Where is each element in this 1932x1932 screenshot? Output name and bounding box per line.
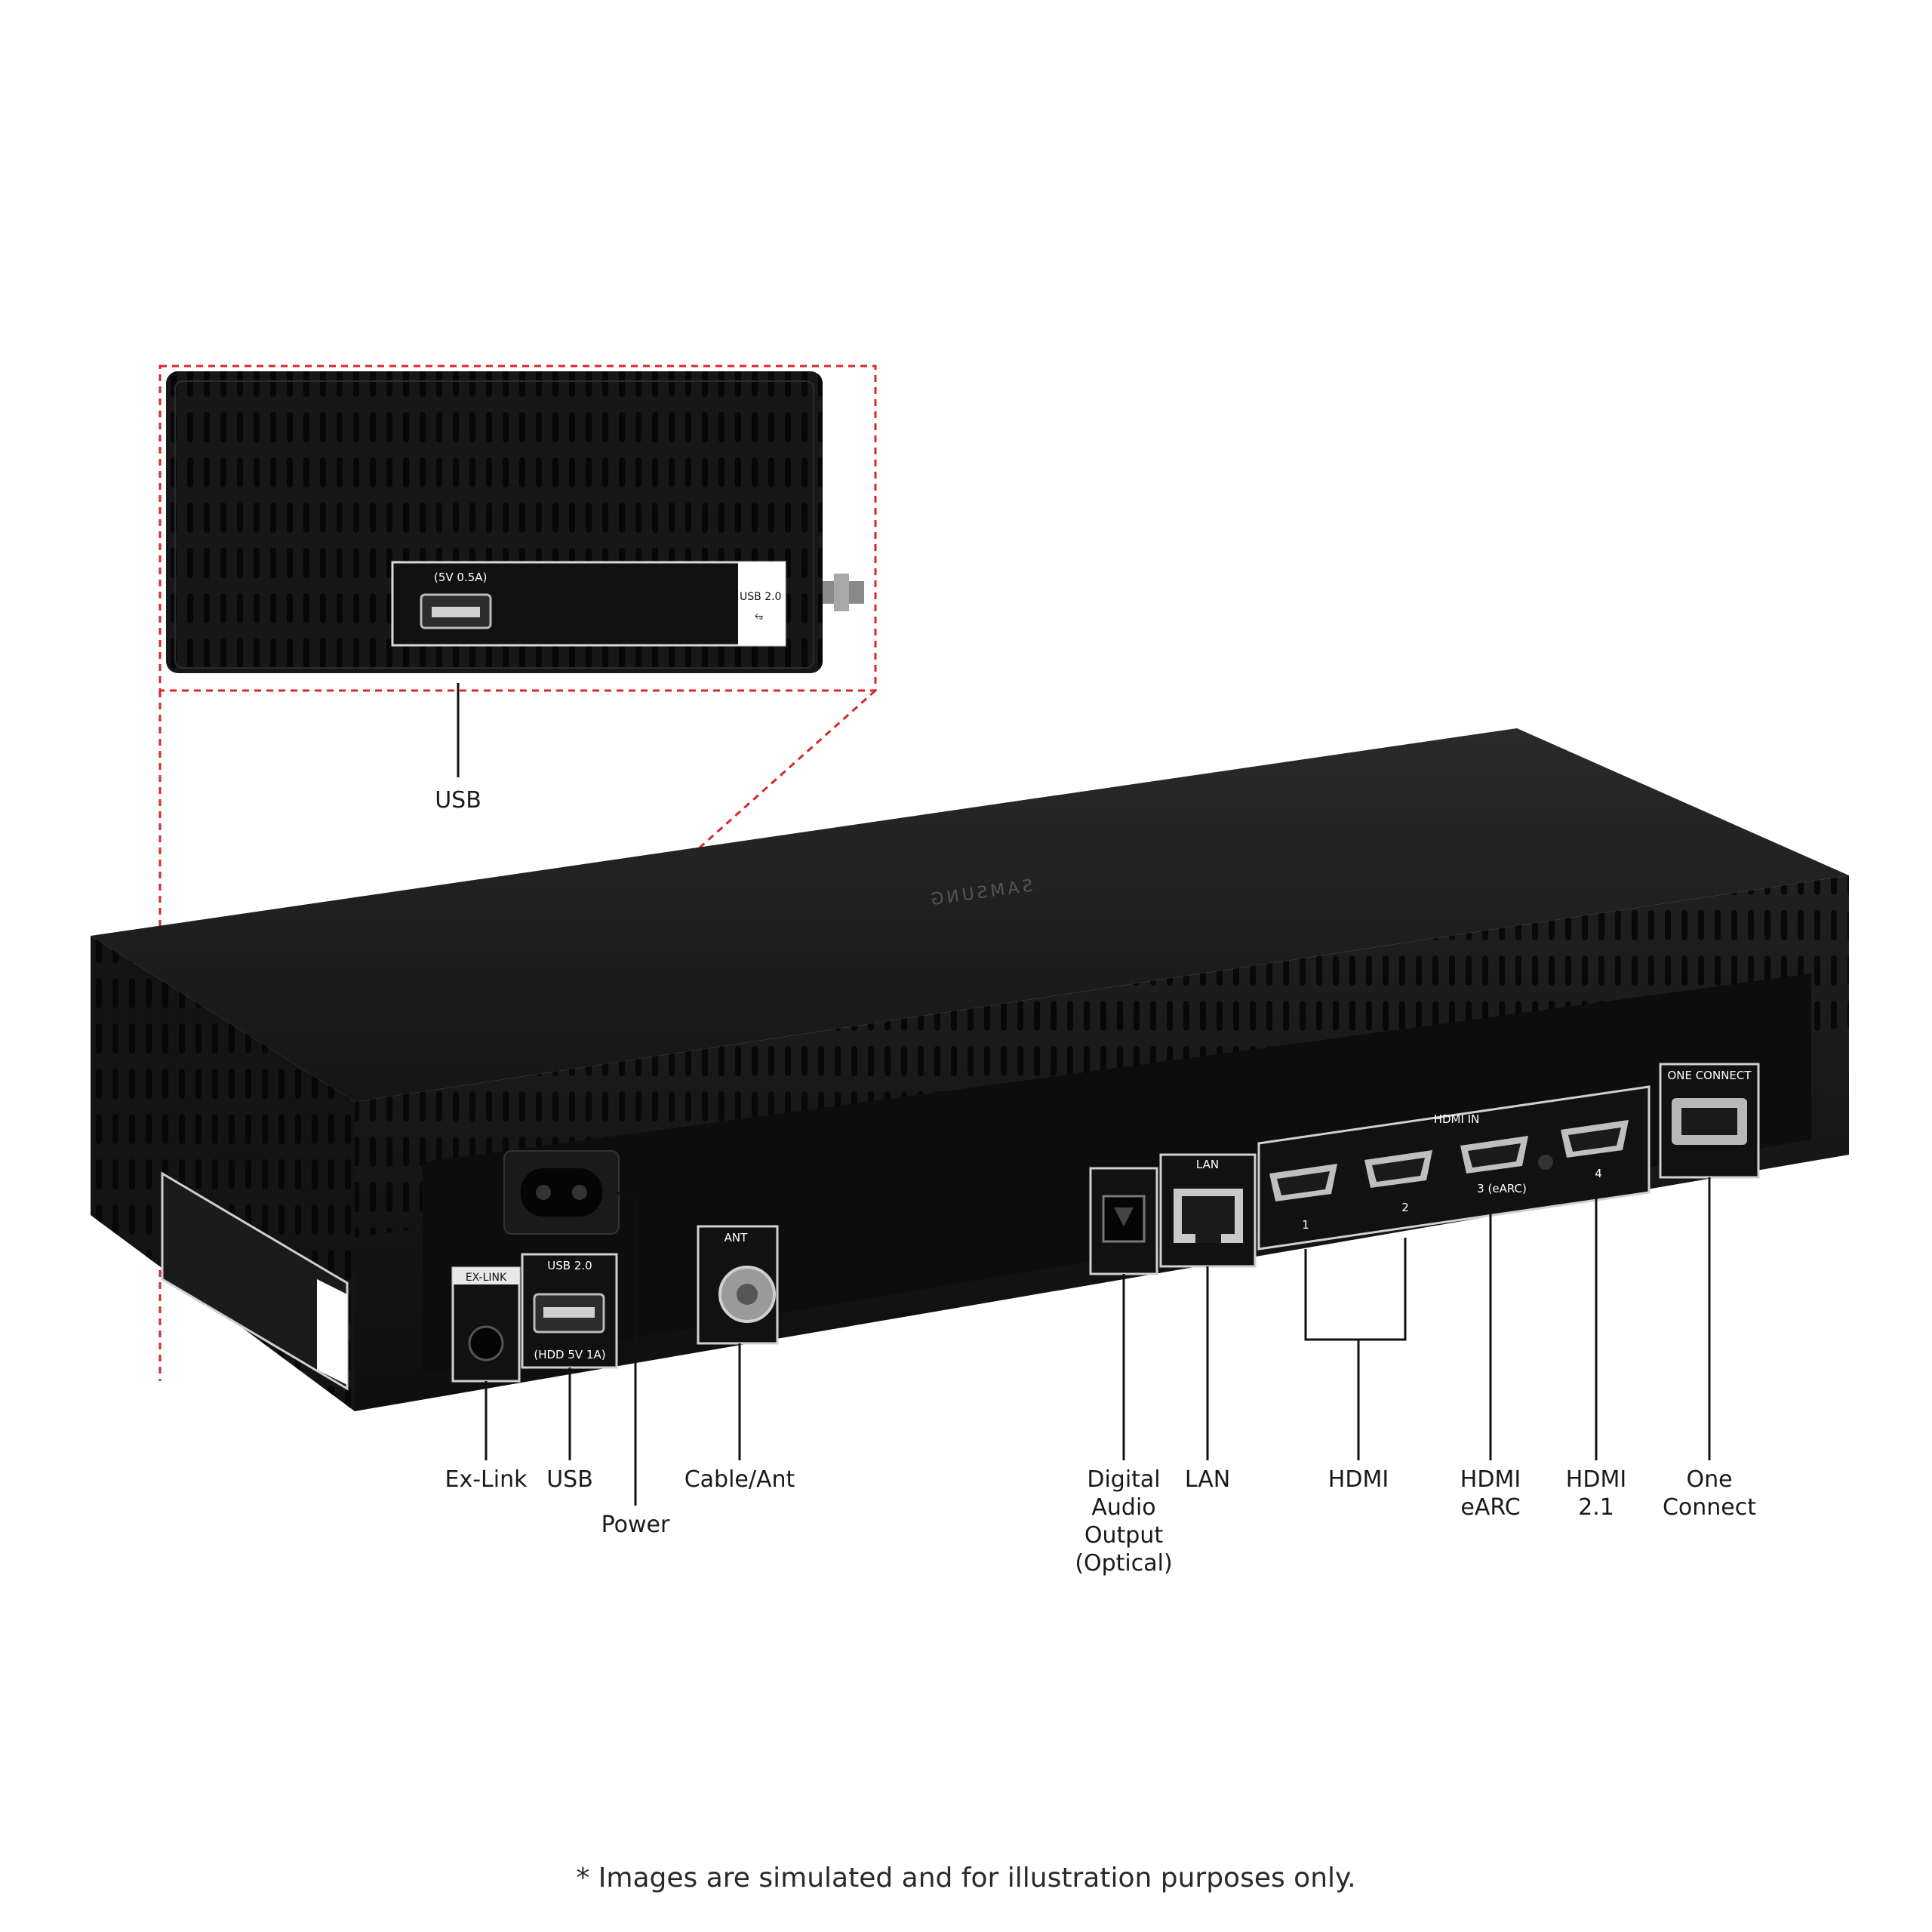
callout-hdmi: HDMI [1328,1466,1389,1493]
one-connect-port: ONE CONNECT [1659,1063,1760,1179]
callout-inset-usb: USB [435,787,481,814]
callout-optical-line-1: Digital [1087,1466,1160,1493]
callout-cable-ant: Cable/Ant [685,1466,795,1493]
hdmi-port-1: 1 [1269,1164,1337,1232]
optical-port [1089,1167,1158,1275]
callout-optical-line-4: (Optical) [1075,1550,1172,1577]
callout-leaders [485,1177,1711,1506]
callout-optical-line-2: Audio [1091,1494,1155,1521]
callout-power: Power [601,1512,670,1538]
hdmi-port-4: 4 [1561,1120,1629,1180]
callout-hdmi-earc-line-2: eARC [1460,1494,1520,1521]
usb-port: USB 2.0 (HDD 5V 1A) [521,1253,618,1369]
inset-side-view: (5V 0.5A) USB 2.0 ⭂ USB [158,365,877,814]
antenna-port: ANT [697,1225,779,1345]
callout-ex-link: Ex-Link [445,1466,528,1493]
hdmi-3-label: 3 (eARC) [1477,1182,1527,1195]
hdmi-2-label: 2 [1401,1201,1409,1214]
usb-panel-label: USB 2.0 [547,1259,592,1272]
callout-one-connect-line-1: One [1686,1466,1732,1493]
callout-one-connect-line-2: Connect [1663,1494,1756,1521]
inset-port-rating: (5V 0.5A) [434,571,487,584]
usb-symbol-icon: ⭂ [755,610,763,622]
callout-labels: Ex-Link USB Power Cable/Ant Digital Audi… [445,1466,1757,1577]
hdmi-1-label: 1 [1302,1218,1309,1232]
hdmi-in-group: HDMI IN 1 2 3 (eARC) 4 [1257,1085,1651,1251]
inset-label-tag [738,562,785,645]
hdmi-4-label: 4 [1595,1167,1602,1180]
hdmi-port-2: 2 [1364,1150,1432,1214]
ex-link-port: EX-LINK [451,1266,521,1383]
callout-hdmi-earc-line-1: HDMI [1460,1466,1521,1493]
power-inlet [503,1150,620,1235]
callout-usb: USB [546,1466,593,1493]
device-top [91,728,1849,1102]
ant-panel-label: ANT [724,1231,748,1244]
one-connect-panel-label: ONE CONNECT [1667,1069,1752,1082]
ex-link-panel-label: EX-LINK [466,1272,507,1284]
lan-panel-label: LAN [1196,1158,1219,1171]
callout-optical-line-3: Output [1084,1522,1163,1549]
hdmi-in-panel-label: HDMI IN [1434,1112,1480,1126]
callout-hdmi-21-line-1: HDMI [1566,1466,1626,1493]
hdmi-port-3-earc: 3 (eARC) [1460,1136,1553,1195]
one-connect-box: SAMSUNG EX-LINK USB 2.0 (HDD 5V 1A) ANT [91,728,1849,1411]
usb-rating-label: (HDD 5V 1A) [534,1348,605,1361]
inset-port-label: USB 2.0 [740,591,781,603]
callout-lan: LAN [1185,1466,1230,1493]
footnote: * Images are simulated and for illustrat… [576,1863,1355,1894]
lan-port: LAN [1159,1153,1257,1268]
callout-hdmi-21-line-2: 2.1 [1578,1494,1614,1521]
